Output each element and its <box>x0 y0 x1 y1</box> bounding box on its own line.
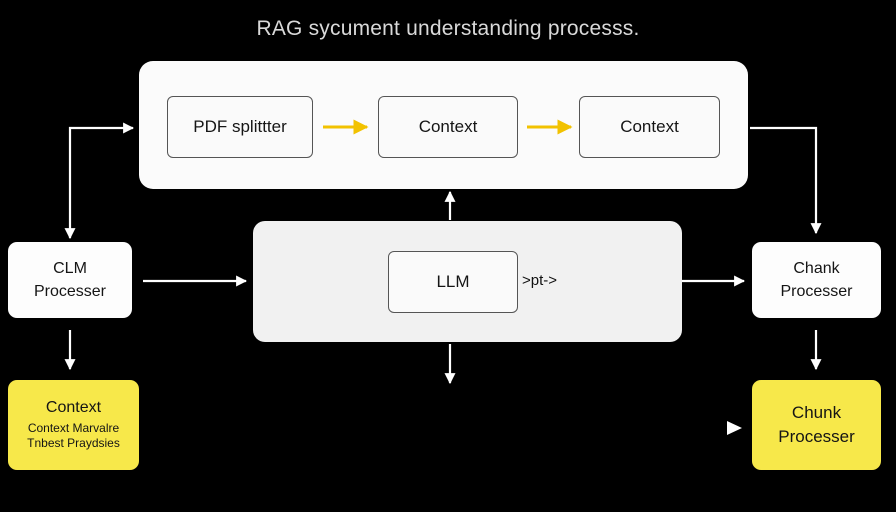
context-highlight-title: Context <box>45 399 102 416</box>
chunk-processor-node[interactable]: Chunk Processer <box>752 380 881 470</box>
chank-processor-line1: Chank <box>793 260 840 277</box>
arrow-clm-to-top-panel <box>64 122 135 240</box>
clm-processor-node[interactable]: CLM Processer <box>8 242 132 318</box>
clm-processor-line1: CLM <box>53 260 87 277</box>
chunk-processor-line1: Chunk <box>791 403 842 422</box>
chunk-processor-line2: Processer <box>778 427 855 446</box>
pdf-splitter-node[interactable]: PDF splittter <box>167 96 313 158</box>
context-node-1[interactable]: Context <box>378 96 518 158</box>
context-highlight-line1: Context Marvalre <box>27 421 120 435</box>
diagram-title: RAG sycument understanding processs. <box>256 17 640 40</box>
clm-processor-line2: Processer <box>33 283 107 300</box>
context-node-2[interactable]: Context <box>579 96 720 158</box>
pointer-into-chunk <box>727 421 742 435</box>
arrow-top-panel-to-chank <box>750 126 822 235</box>
chank-processor-line2: Processer <box>780 283 853 300</box>
llm-node[interactable]: LLM <box>388 251 518 313</box>
context-highlight-node[interactable]: Context Context Marvalre Tnbest Praydsie… <box>8 380 139 470</box>
context-highlight-line2: Tnbest Praydsies <box>27 436 120 450</box>
llm-output-label: >pt-> <box>522 272 558 289</box>
chank-processor-node[interactable]: Chank Processer <box>752 242 881 318</box>
